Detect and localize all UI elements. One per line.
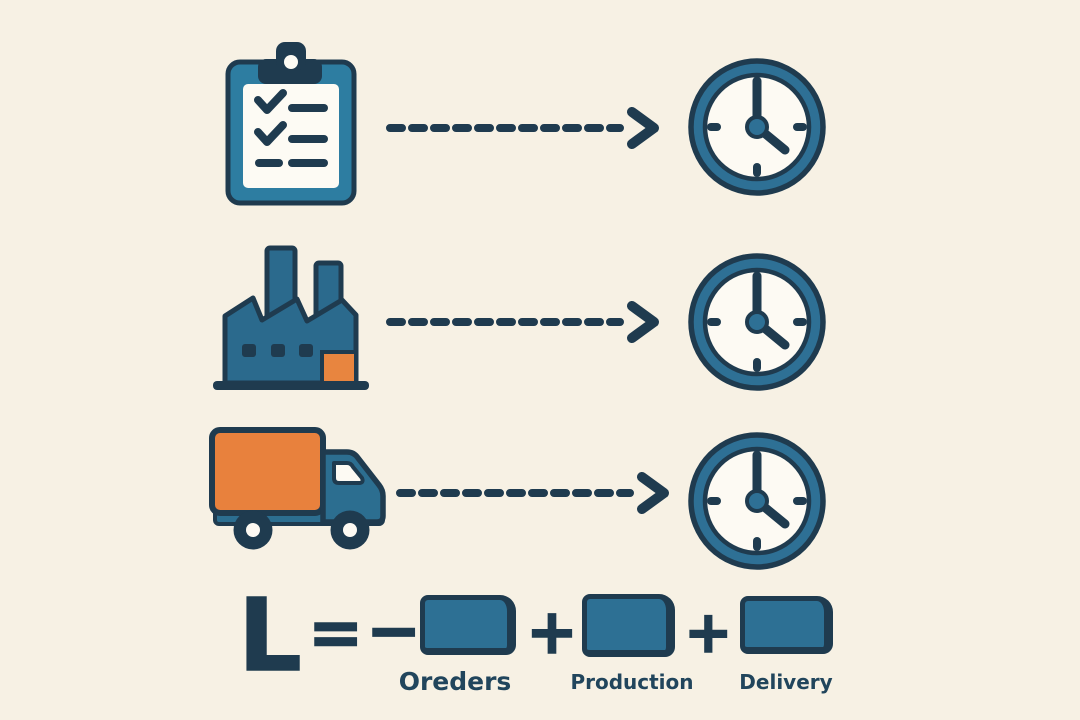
minus-sign: − (365, 592, 422, 669)
clipboard-checklist-icon (225, 38, 365, 212)
factory-icon (208, 242, 373, 398)
plus-sign: + (683, 598, 733, 666)
formula-lhs: L (237, 577, 302, 694)
term-label-orders: Oreders (398, 667, 512, 696)
delivery-truck-icon (203, 426, 393, 558)
clock-icon (687, 252, 827, 396)
term-label-delivery: Delivery (739, 670, 833, 694)
dashed-arrow-icon (382, 300, 672, 348)
term-box-orders (420, 595, 516, 655)
plus-sign: + (525, 595, 578, 668)
dashed-arrow-icon (382, 106, 672, 154)
term-box-production (582, 594, 675, 657)
equals-sign: = (307, 594, 364, 671)
term-box-delivery (740, 596, 833, 654)
term-label-production: Production (570, 670, 694, 694)
clock-icon (687, 57, 827, 201)
clock-icon (687, 431, 827, 575)
dashed-arrow-icon (392, 471, 682, 519)
